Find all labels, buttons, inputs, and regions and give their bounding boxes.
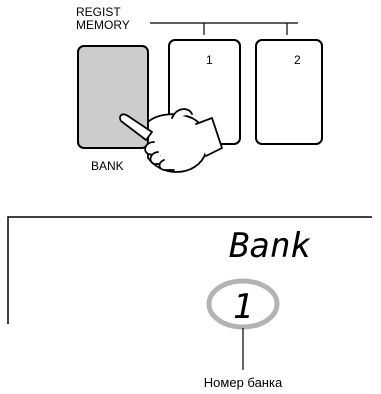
lcd-bank-number: 1 — [233, 287, 253, 327]
memory-button-2-label: 2 — [294, 53, 301, 67]
memory-label: MEMORY — [76, 18, 130, 32]
memory-button-1-label: 1 — [206, 53, 213, 67]
lcd-bank-title: Bank — [229, 226, 311, 266]
memory-button-2[interactable] — [256, 40, 322, 144]
regist-label: REGIST — [76, 5, 121, 19]
lcd-frame — [8, 217, 372, 324]
group-bracket — [150, 23, 298, 35]
regist-memory-panel: REGIST MEMORY BANK 1 2 — [76, 5, 322, 173]
lcd-display: Bank 1 Номер банка — [8, 217, 372, 390]
bank-button-label: BANK — [91, 159, 124, 173]
callout-label: Номер банка — [204, 375, 283, 390]
